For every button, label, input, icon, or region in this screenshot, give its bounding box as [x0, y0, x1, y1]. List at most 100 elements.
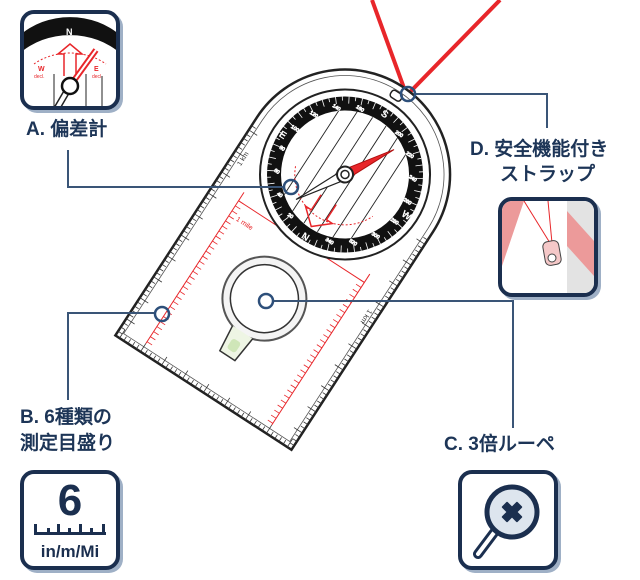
tick-mark: [376, 237, 381, 245]
dial-degree-label: 320: [348, 238, 358, 248]
tick-mark: [379, 105, 382, 110]
tick-mark: [267, 163, 272, 165]
tick-mark: [165, 363, 169, 369]
tick-mark: [355, 341, 360, 346]
tick-mark: [228, 215, 234, 220]
tick-mark: [280, 399, 287, 404]
dial-degree-label: 160: [355, 104, 365, 114]
tick-mark: [399, 122, 404, 126]
tick-mark: [302, 233, 307, 241]
east-decl-label: decl.: [92, 74, 103, 80]
tick-mark: [261, 426, 266, 431]
tick-mark: [404, 266, 409, 270]
tick-mark: [267, 182, 275, 185]
tick-mark: [198, 385, 203, 391]
ruler-icon: [34, 524, 106, 535]
tick-mark: [275, 206, 282, 211]
red-ruler-ticks: [146, 200, 365, 424]
tick-mark: [310, 354, 316, 359]
tick-mark: [315, 102, 318, 107]
tick-mark: [319, 396, 325, 400]
tick-mark: [120, 326, 126, 331]
dial-degree-label: 80: [278, 145, 286, 153]
tick-mark: [278, 437, 282, 442]
tick-mark: [372, 102, 376, 110]
strap-cord-left: [370, 0, 406, 89]
tick-mark: [270, 414, 277, 419]
tick-mark: [277, 404, 283, 409]
tick-mark: [232, 407, 236, 412]
dial-degree-label: 60: [273, 168, 281, 176]
tick-mark: [346, 354, 352, 358]
tick-mark: [293, 427, 303, 434]
tick-mark: [158, 267, 164, 272]
tick-mark: [308, 413, 314, 417]
tick-mark: [208, 245, 215, 250]
tick-mark: [297, 111, 303, 119]
tick-mark: [153, 276, 163, 283]
tick-mark: [180, 234, 190, 241]
tick-mark: [401, 270, 407, 274]
dial-degree-label: 100: [290, 124, 300, 134]
tick-mark: [353, 244, 355, 252]
tick-mark: [176, 296, 182, 300]
tick-mark: [326, 329, 332, 334]
tick-mark: [153, 331, 159, 336]
tick-mark: [257, 423, 261, 429]
tick-mark: [218, 230, 225, 235]
tick-mark: [296, 232, 300, 237]
magnifier-icon: [458, 470, 558, 570]
dial-degree-label: 240: [407, 174, 417, 184]
tick-mark: [335, 97, 337, 105]
tick-mark: [202, 200, 207, 205]
tick-mark: [207, 390, 211, 396]
tick-mark: [240, 142, 246, 146]
tick-mark: [224, 397, 231, 407]
tick-mark: [403, 219, 407, 223]
tick-mark: [169, 251, 175, 255]
tick-mark: [363, 329, 368, 333]
tick-mark: [383, 108, 388, 116]
tick-mark: [320, 244, 323, 249]
tick-mark: [243, 137, 248, 142]
tick-mark: [172, 301, 179, 306]
tick-mark: [150, 280, 156, 284]
tick-mark: [169, 366, 173, 372]
tick-mark: [156, 326, 163, 331]
tick-mark: [303, 364, 310, 369]
tick-mark: [123, 336, 127, 342]
tick-mark: [207, 192, 217, 199]
tick-mark: [332, 319, 339, 324]
tick-mark: [218, 175, 224, 180]
tick-mark: [273, 143, 280, 148]
tick-mark: [205, 250, 212, 255]
tick-mark: [344, 358, 349, 363]
tick-mark: [186, 280, 192, 285]
tick-mark: [408, 138, 415, 143]
tick-mark: [147, 284, 153, 289]
tick-mark: [123, 322, 128, 326]
tick-mark: [272, 201, 277, 205]
tick-mark: [412, 151, 420, 155]
tick-mark: [183, 230, 188, 234]
tick-mark: [410, 208, 415, 212]
tick-mark: [396, 222, 403, 229]
tick-mark: [327, 243, 330, 251]
tick-mark: [150, 336, 156, 341]
callout-marker-d: [399, 85, 417, 103]
tick-mark: [235, 205, 241, 210]
tick-mark: [117, 330, 123, 335]
tick-mark: [229, 158, 235, 163]
tick-mark: [142, 293, 147, 297]
tick-mark: [317, 400, 322, 404]
west-label: W: [38, 66, 45, 73]
tick-mark: [156, 358, 161, 363]
tick-mark: [365, 242, 369, 250]
tick-mark: [330, 379, 336, 384]
tick-mark: [136, 301, 142, 305]
tick-mark: [371, 316, 377, 321]
tick-mark: [231, 210, 238, 215]
tick-mark: [418, 171, 423, 173]
tick-mark: [401, 127, 408, 133]
